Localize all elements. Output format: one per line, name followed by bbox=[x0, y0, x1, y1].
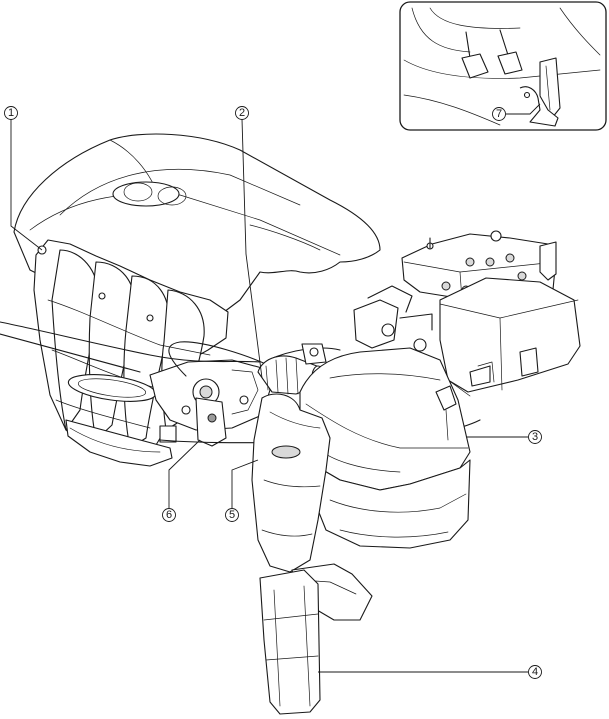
callout-5: 5 bbox=[225, 508, 239, 522]
leader-1 bbox=[10, 119, 43, 251]
battery-and-ecu bbox=[401, 230, 581, 397]
air-cleaner bbox=[299, 285, 471, 549]
callout-label-7: 7 bbox=[496, 108, 502, 120]
callout-label-1: 1 bbox=[8, 107, 14, 119]
callout-2: 2 bbox=[235, 106, 249, 120]
callout-label-4: 4 bbox=[532, 666, 538, 678]
callout-label-6: 6 bbox=[166, 509, 172, 521]
leader-5 bbox=[231, 459, 259, 508]
callout-label-3: 3 bbox=[532, 431, 538, 443]
leader-2 bbox=[241, 118, 263, 379]
leader-6 bbox=[168, 439, 201, 508]
callout-3: 3 bbox=[528, 430, 542, 444]
throttle-body bbox=[67, 359, 271, 447]
callout-1: 1 bbox=[4, 106, 18, 120]
callout-label-5: 5 bbox=[229, 509, 235, 521]
leader-7 bbox=[506, 103, 541, 115]
callout-7: 7 bbox=[492, 107, 506, 121]
fresh-air-duct bbox=[259, 569, 321, 715]
callout-6: 6 bbox=[162, 508, 176, 522]
pedal-inset bbox=[399, 1, 607, 131]
callout-4: 4 bbox=[528, 665, 542, 679]
callout-label-2: 2 bbox=[239, 107, 245, 119]
leader-lines bbox=[10, 103, 541, 673]
